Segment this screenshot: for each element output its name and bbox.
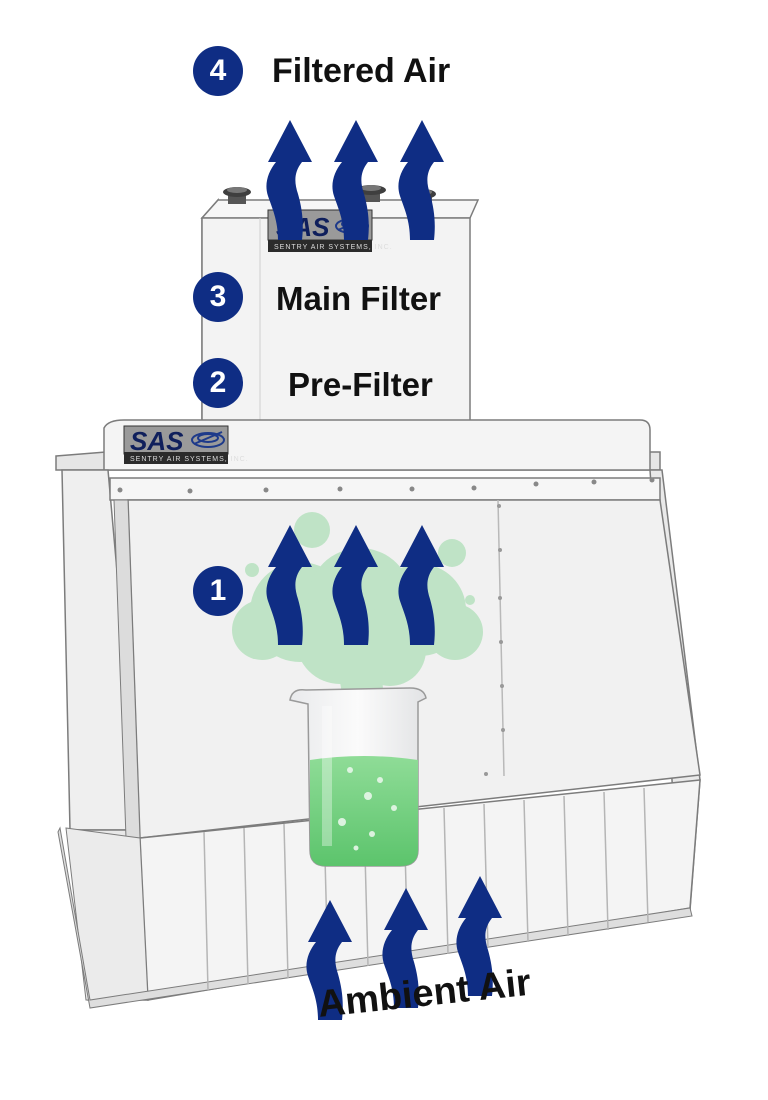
swirl-logo-icon	[191, 431, 225, 448]
step-label-pre-filter: Pre-Filter	[288, 366, 433, 403]
step-badge-2: 2	[193, 358, 243, 408]
exhaust-cap-icon	[223, 187, 251, 204]
beaker-icon	[289, 687, 427, 867]
step-label-filtered-air: Filtered Air	[272, 52, 451, 90]
step-badge-1: 1	[193, 566, 243, 616]
step-badge-3: 3	[193, 272, 243, 322]
step-label-main-filter: Main Filter	[276, 280, 442, 317]
brand-logo: SAS SENTRY AIR SYSTEMS, INC.	[123, 425, 249, 464]
screw-row	[117, 477, 655, 494]
logo-text: SAS	[130, 426, 184, 456]
step-badge-4: 4	[193, 46, 243, 96]
logo-subtitle: SENTRY AIR SYSTEMS, INC.	[130, 456, 249, 463]
exhaust-cap-icon	[356, 185, 386, 202]
logo-subtitle: SENTRY AIR SYSTEMS, INC.	[274, 244, 393, 251]
